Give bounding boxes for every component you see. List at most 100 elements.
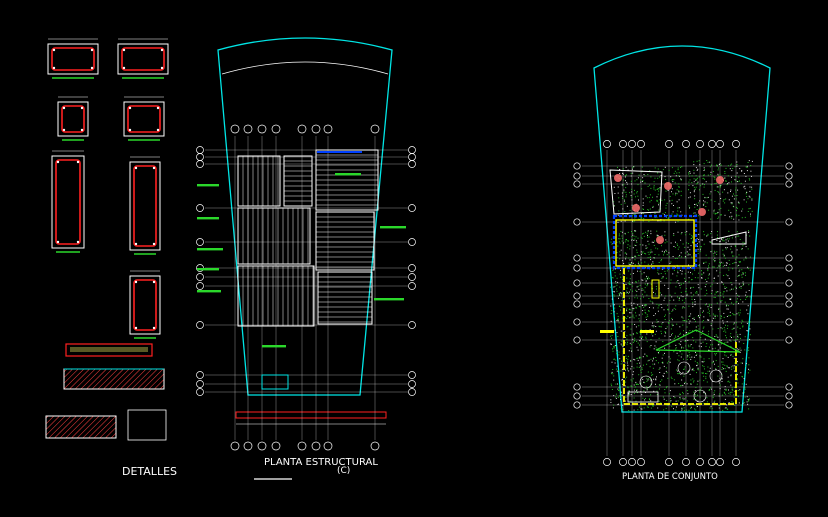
vegetation-dot (676, 189, 678, 191)
vegetation-dot (631, 323, 633, 325)
vegetation-dot (737, 201, 739, 203)
vegetation-dot (689, 254, 691, 256)
vegetation-dot (649, 300, 651, 302)
vegetation-dot (621, 340, 623, 342)
vegetation-dot (690, 383, 692, 384)
vegetation-dot (626, 287, 628, 289)
vegetation-dot (635, 294, 637, 296)
vegetation-dot (648, 359, 650, 361)
site-grid-bubble-bottom (732, 458, 740, 466)
vegetation-dot (621, 379, 623, 381)
vegetation-dot (617, 318, 618, 320)
vegetation-dot (678, 199, 680, 201)
vegetation-dot (611, 243, 613, 245)
vegetation-dot (659, 292, 661, 294)
vegetation-dot (735, 189, 737, 191)
vegetation-dot (729, 168, 731, 170)
vegetation-dot (661, 357, 663, 359)
vegetation-dot (703, 203, 705, 205)
details-title: DETALLES (122, 465, 177, 478)
vegetation-dot (615, 268, 616, 270)
vegetation-dot (721, 394, 723, 396)
vegetation-dot (632, 273, 634, 274)
vegetation-dot (658, 362, 659, 364)
vegetation-dot (646, 233, 648, 235)
site-plan-outline (593, 45, 771, 413)
vegetation-dot (665, 216, 667, 218)
vegetation-dot (650, 407, 652, 409)
vegetation-dot (707, 270, 709, 272)
tree-symbol (664, 182, 672, 190)
vegetation-dot (722, 283, 724, 285)
vegetation-dot (616, 267, 618, 269)
vegetation-dot (611, 385, 613, 387)
vegetation-dot (746, 196, 748, 197)
vegetation-dot (734, 386, 736, 388)
floor-panel (315, 211, 375, 271)
vegetation-dot (639, 306, 641, 308)
vegetation-dot (707, 196, 709, 198)
vegetation-dot (660, 260, 662, 262)
vegetation-dot (728, 392, 730, 394)
vegetation-dot (630, 175, 632, 177)
vegetation-dot (645, 195, 647, 197)
tree-symbol (632, 204, 640, 212)
tree-symbol (698, 208, 706, 216)
site-grid-bubble-top (708, 140, 716, 148)
vegetation-dot (701, 372, 703, 374)
site-grid-bubble-right (785, 292, 793, 300)
vegetation-dot (697, 202, 699, 204)
vegetation-dot (731, 163, 733, 165)
vegetation-dot (733, 218, 735, 220)
vegetation-dot (714, 293, 716, 295)
vegetation-dot (720, 292, 722, 294)
vegetation-dot (710, 233, 712, 235)
vegetation-dot (698, 264, 700, 266)
vegetation-dot (708, 274, 710, 276)
vegetation-dot (708, 267, 710, 268)
site-grid-bubble-left (573, 336, 581, 344)
vegetation-dot (725, 247, 727, 249)
vegetation-dot (685, 291, 687, 293)
vegetation-dot (662, 396, 664, 398)
site-grid-bubble-right (785, 162, 793, 170)
vegetation-dot (653, 291, 654, 293)
vegetation-dot (617, 318, 619, 320)
vegetation-dot (713, 394, 715, 395)
vegetation-dot (657, 307, 659, 309)
vegetation-dot (626, 338, 628, 340)
vegetation-dot (686, 320, 688, 322)
vegetation-dot (631, 304, 633, 306)
vegetation-dot (707, 234, 709, 236)
vegetation-dot (618, 233, 620, 235)
vegetation-dot (610, 305, 612, 307)
vegetation-dot (686, 400, 688, 402)
vegetation-dot (643, 390, 645, 392)
vegetation-dot (650, 230, 652, 232)
vegetation-dot (697, 363, 699, 365)
vegetation-dot (616, 370, 618, 372)
vegetation-dot (725, 167, 727, 169)
vegetation-dot (735, 292, 737, 294)
vegetation-dot (731, 234, 733, 236)
site-grid-bubble-right (785, 264, 793, 272)
vegetation-dot (651, 404, 653, 406)
vegetation-dot (666, 241, 668, 243)
vegetation-dot (684, 231, 686, 233)
vegetation-dot (619, 292, 621, 294)
vegetation-dot (718, 307, 720, 309)
vegetation-dot (620, 203, 622, 205)
vegetation-dot (742, 281, 744, 283)
vegetation-dot (613, 375, 615, 377)
grid-bubble-right (408, 380, 416, 388)
vegetation-dot (625, 292, 627, 294)
vegetation-dot (713, 296, 715, 298)
vegetation-dot (664, 270, 666, 272)
vegetation-dot (712, 360, 714, 362)
vegetation-dot (665, 295, 667, 297)
vegetation-dot (737, 275, 739, 277)
vegetation-dot (642, 244, 644, 246)
vegetation-dot (724, 386, 726, 388)
vegetation-dot (658, 304, 660, 306)
vegetation-dot (720, 301, 722, 303)
